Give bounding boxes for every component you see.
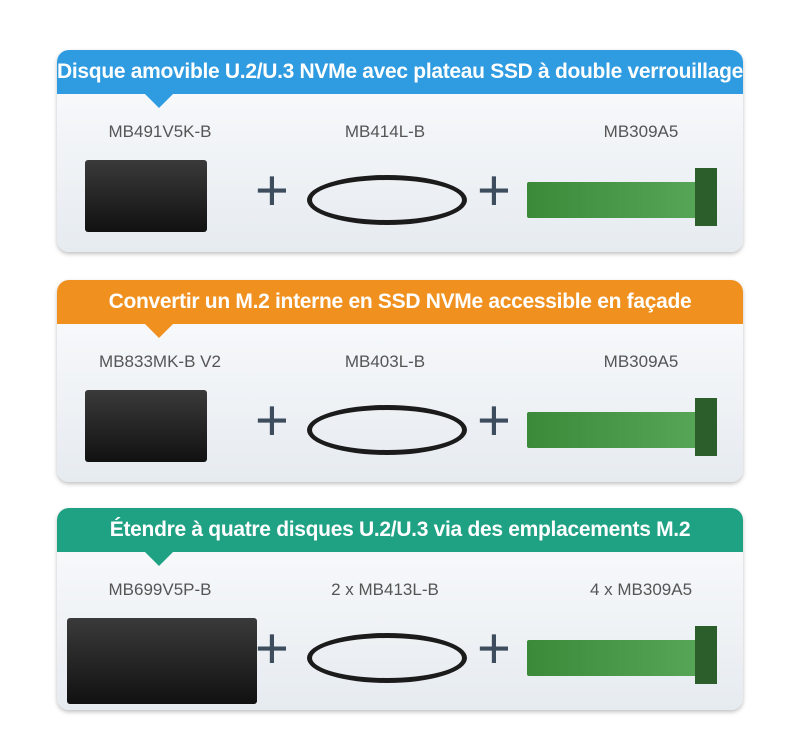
product-label: MB699V5P-B — [108, 580, 212, 599]
plus-icon: + — [477, 388, 511, 453]
drive-enclosure-image — [85, 390, 207, 462]
drive-enclosure-image — [85, 160, 207, 232]
plus-icon: + — [477, 158, 511, 223]
section-title: Convertir un M.2 interne en SSD NVMe acc… — [57, 280, 743, 338]
product-label: MB309A5 — [603, 122, 679, 141]
cable-image — [307, 160, 467, 225]
plus-icon: + — [255, 388, 289, 453]
product-label: MB414L-B — [344, 122, 426, 141]
m2-adapter-card-image — [527, 618, 717, 684]
m2-adapter-card-image — [527, 160, 717, 226]
product-section: Disque amovible U.2/U.3 NVMe avec platea… — [57, 50, 743, 252]
cable-image — [307, 618, 467, 683]
section-title: Étendre à quatre disques U.2/U.3 via des… — [57, 508, 743, 566]
section-title: Disque amovible U.2/U.3 NVMe avec platea… — [57, 50, 743, 108]
product-label: 2 x MB413L-B — [331, 580, 439, 599]
product-label: MB833MK-B V2 — [99, 352, 221, 371]
product-label: 4 x MB309A5 — [589, 580, 693, 599]
m2-adapter-card-image — [527, 390, 717, 456]
plus-icon: + — [255, 158, 289, 223]
cable-image — [307, 390, 467, 455]
plus-icon: + — [255, 616, 289, 681]
plus-icon: + — [477, 616, 511, 681]
product-label: MB403L-B — [344, 352, 426, 371]
product-section: Convertir un M.2 interne en SSD NVMe acc… — [57, 280, 743, 482]
product-section: Étendre à quatre disques U.2/U.3 via des… — [57, 508, 743, 710]
product-label: MB309A5 — [603, 352, 679, 371]
drive-enclosure-image — [67, 618, 257, 704]
product-label: MB491V5K-B — [108, 122, 212, 141]
